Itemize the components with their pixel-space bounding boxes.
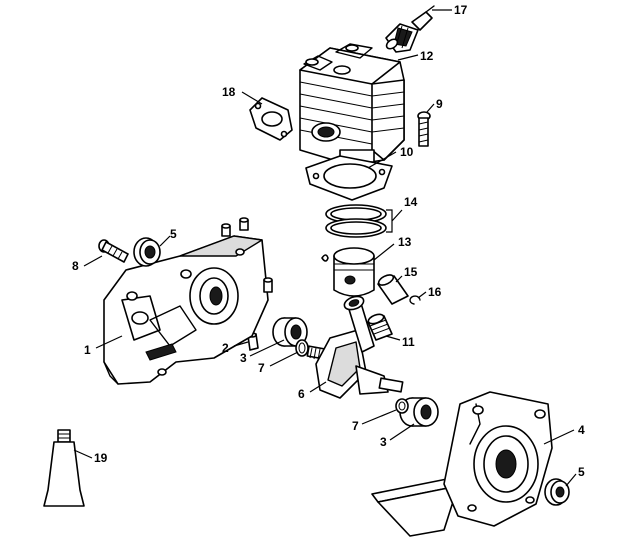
part-crankcase-left [103, 217, 273, 385]
callout-14: 14 [404, 195, 418, 209]
callout-labels: 17 12 18 9 10 14 13 15 16 11 5 8 1 2 3 7… [72, 3, 585, 479]
part-oil-seal-lower [544, 478, 570, 506]
part-needle-bearing [367, 313, 393, 341]
leader-lines [73, 9, 577, 487]
callout-3-lower: 3 [380, 435, 387, 449]
callout-3-upper: 3 [240, 351, 247, 365]
callout-5-upper: 5 [170, 227, 177, 241]
part-intake-gasket [249, 97, 293, 141]
part-seal-ring-upper [295, 339, 309, 357]
callout-7-lower: 7 [352, 419, 359, 433]
callout-19: 19 [94, 451, 108, 465]
part-seal-ring-lower [395, 398, 409, 414]
part-spark-plug [385, 5, 435, 53]
callout-15: 15 [404, 265, 418, 279]
part-cylinder-gasket [305, 155, 393, 201]
part-crankshaft [306, 295, 404, 399]
callout-18: 18 [222, 85, 236, 99]
callout-6: 6 [298, 387, 305, 401]
callout-4: 4 [578, 423, 585, 437]
callout-1: 1 [84, 343, 91, 357]
callout-8: 8 [72, 259, 79, 273]
callout-10: 10 [400, 145, 414, 159]
callout-17: 17 [454, 3, 468, 17]
part-circlip [409, 295, 421, 305]
part-cylinder [299, 43, 405, 166]
callout-12: 12 [420, 49, 434, 63]
part-oil-seal-upper [133, 237, 161, 267]
callout-2: 2 [222, 341, 229, 355]
part-piston-rings [325, 204, 387, 238]
part-ball-bearing-upper [272, 317, 308, 347]
callout-9: 9 [436, 97, 443, 111]
callout-5-lower: 5 [578, 465, 585, 479]
part-piston-pin [377, 274, 409, 305]
callout-13: 13 [398, 235, 412, 249]
part-sealant-tube [43, 429, 85, 507]
part-crankcase-right [371, 391, 553, 537]
callout-16: 16 [428, 285, 442, 299]
callout-7-upper: 7 [258, 361, 265, 375]
part-crankcase-screw [98, 239, 129, 263]
part-piston [321, 247, 375, 297]
callout-11: 11 [402, 335, 415, 349]
part-cylinder-screw [417, 111, 431, 147]
